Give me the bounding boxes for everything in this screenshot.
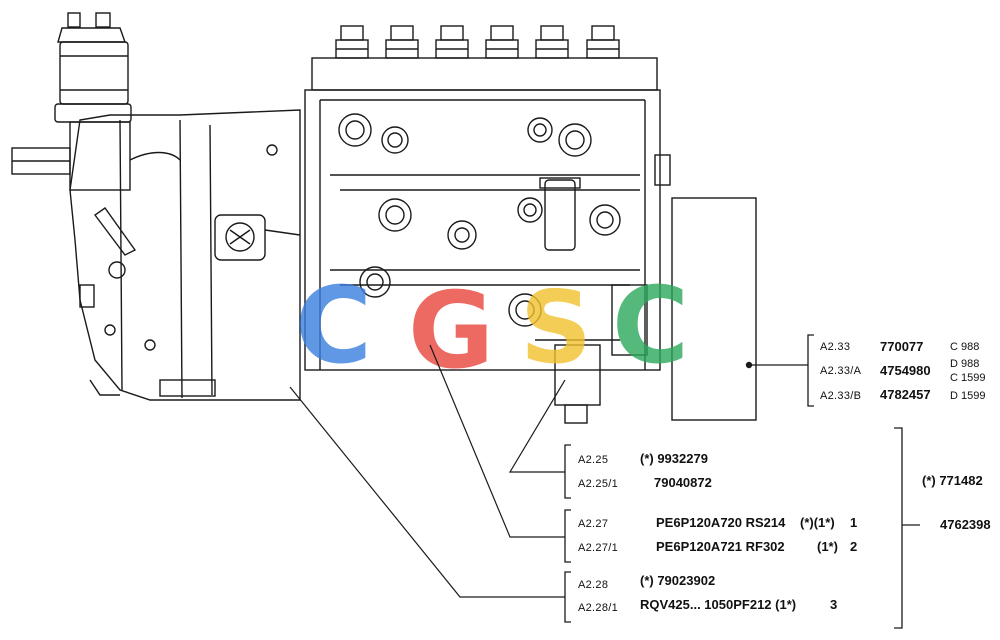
version-note: C 988 [950,341,980,353]
item-code: A2.33 [820,341,851,353]
reference-number: 2 [850,539,858,554]
version-note: D 1599 [950,390,986,402]
note-flag: (1*) [817,539,838,554]
assembly-number: (*) 771482 [922,473,983,488]
delivery-valve-1 [335,25,369,59]
callout-top-bracket [807,334,814,407]
delivery-valve-2 [385,25,419,59]
callout-main-brackets [564,427,920,629]
watermark-letter-4: C [612,265,689,387]
item-code: A2.25/1 [578,478,619,490]
item-code: A2.28/1 [578,602,619,614]
note-flag: (*)(1*) [800,515,835,530]
item-code: A2.33/B [820,390,862,402]
delivery-valve-3 [435,25,469,59]
reference-number: 3 [830,597,838,612]
item-code: A2.27 [578,518,609,530]
delivery-valve-5 [535,25,569,59]
watermark-letter-1: C [295,265,372,387]
governor-housing [69,109,301,401]
coupling-plate [671,197,757,421]
watermark-letter-3: S [520,269,592,386]
leader-lines [289,344,808,598]
part-number: 4782457 [880,387,931,402]
assembly-number: 4762398 [940,517,991,532]
delivery-valve-4 [485,25,519,59]
item-code: A2.25 [578,454,609,466]
part-number: PE6P120A721 RF302 [656,539,785,554]
item-code: A2.27/1 [578,542,619,554]
version-note: C 1599 [950,372,986,384]
part-number: 4754980 [880,363,931,378]
item-code: A2.28 [578,579,609,591]
version-note: D 988 [950,358,980,370]
part-number: PE6P120A720 RS214 [656,515,786,530]
part-number: RQV425... 1050PF212 (1*) [640,597,797,612]
part-number: (*) 79023902 [640,573,716,588]
part-number: 79040872 [654,475,712,490]
cgsc-watermark: C G S C [295,265,689,392]
reference-number: 1 [850,515,858,530]
part-number: (*) 9932279 [640,451,708,466]
item-code: A2.33/A [820,365,862,377]
part-number: 770077 [880,339,924,354]
boost-compensator [11,12,132,191]
pump-block [266,57,671,424]
watermark-letter-2: G [408,270,494,392]
delivery-valve-holders [335,25,620,59]
delivery-valve-6 [586,25,620,59]
